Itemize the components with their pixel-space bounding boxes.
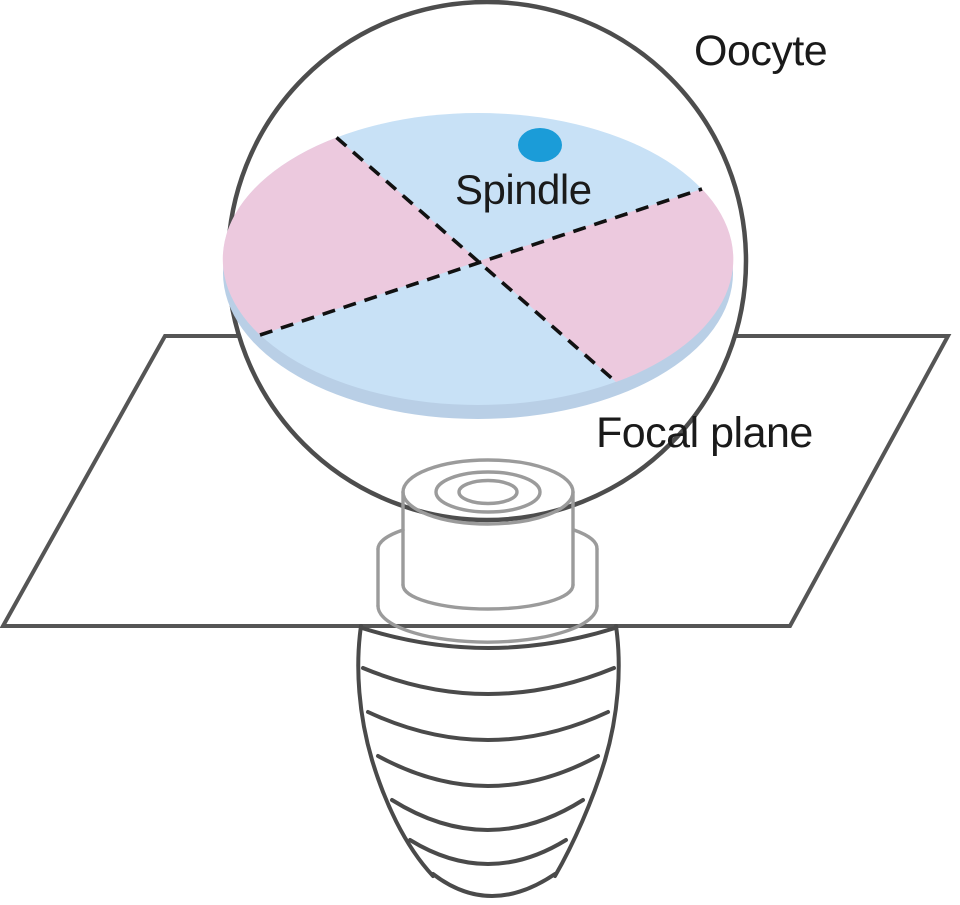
objective-lower (356, 624, 621, 898)
disc-quadrant-right (479, 189, 734, 382)
spindle-label: Spindle (455, 166, 592, 213)
division-dashed-line-2 (259, 187, 703, 337)
collar-top-left-arc (376, 528, 405, 551)
barrel-rib-4 (376, 754, 600, 788)
lens-barrel-bottom-arc (401, 583, 575, 611)
barrel-rib-3 (366, 710, 610, 742)
collar-bottom-arc (376, 604, 599, 644)
objective-upper (376, 458, 599, 644)
collar-top-right-arc (572, 528, 599, 551)
focal-plane-label: Focal plane (596, 409, 813, 457)
barrel-rib-5 (390, 798, 585, 832)
barrel-bottom-cap (431, 872, 557, 898)
barrel-rib-2 (361, 666, 616, 696)
lens-front-element (457, 478, 519, 506)
spindle-dot (518, 128, 562, 162)
disc-quadrant-left (222, 137, 479, 335)
barrel-right-silhouette (553, 624, 621, 878)
barrel-rib-1 (360, 626, 617, 650)
lens-ring-middle (434, 470, 542, 514)
oocyte-label: Oocyte (694, 27, 828, 75)
barrel-left-silhouette (356, 624, 435, 878)
division-dashed-line-1 (335, 136, 618, 384)
barrel-rib-6 (408, 838, 568, 866)
